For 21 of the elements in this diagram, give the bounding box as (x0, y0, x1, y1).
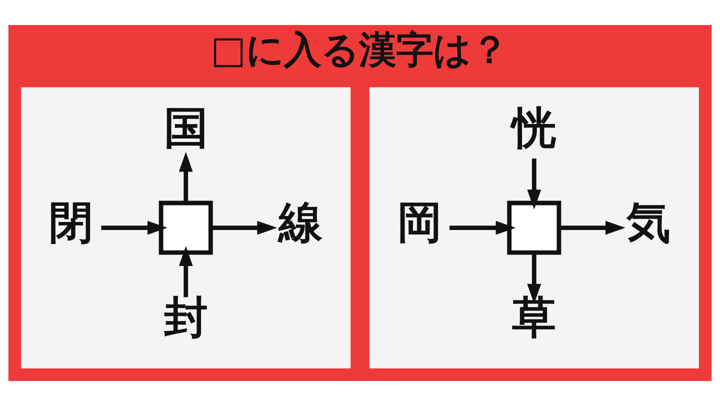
node-text: 岡 (397, 197, 442, 248)
node-box (158, 200, 213, 254)
node-text: 国 (164, 102, 208, 154)
diagram-title: □に入る漢字は？ (210, 27, 508, 72)
arrow (450, 220, 516, 234)
arrow (210, 220, 278, 234)
node-text: 草 (512, 292, 556, 344)
cluster (369, 86, 699, 368)
node-text: 閉 (49, 197, 94, 248)
node-text: 線 (278, 197, 322, 248)
arrow (527, 158, 542, 210)
node-box (507, 200, 562, 254)
arrow (527, 252, 542, 304)
arrow (101, 220, 168, 234)
arrow (178, 246, 193, 297)
node-text: 封 (164, 292, 208, 344)
node-text: 恍 (512, 102, 556, 154)
arrow (178, 151, 193, 202)
cluster (21, 86, 351, 368)
arrow (559, 220, 626, 234)
node-text: 気 (626, 197, 671, 248)
